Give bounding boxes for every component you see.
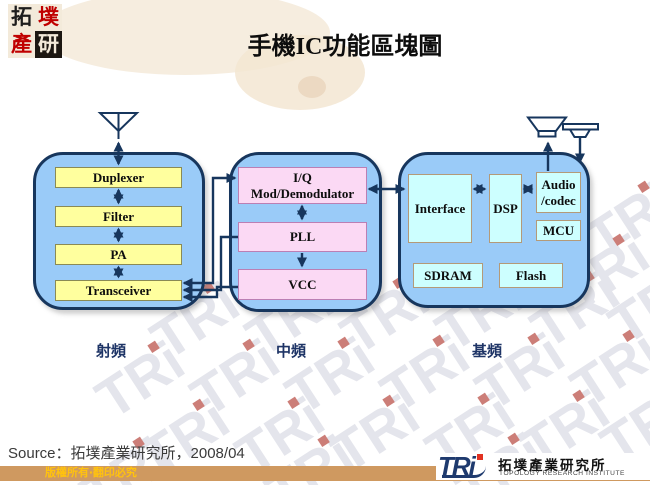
box-label: Audio xyxy=(541,176,576,192)
tri-logo-text: TRi xyxy=(438,451,476,481)
box-vcc: VCC xyxy=(238,269,367,300)
box-label: DSP xyxy=(493,200,518,216)
label-if: 中頻 xyxy=(276,343,307,360)
box-label: SDRAM xyxy=(424,267,472,283)
box-duplexer: Duplexer xyxy=(55,167,182,188)
box-sdram: SDRAM xyxy=(413,263,483,288)
tri-watermark-dot xyxy=(192,398,205,412)
map-watermark-blob xyxy=(298,76,326,98)
copyright-text: 版權所有‧翻印必究 xyxy=(45,467,137,479)
tri-logo-red-dot xyxy=(477,454,483,460)
tri-watermark-dot xyxy=(317,434,330,448)
brand-logo-char: 墣 xyxy=(38,5,59,29)
box-label: Flash xyxy=(515,267,547,283)
tri-watermark-dot xyxy=(622,329,635,343)
box-label: Mod/Demodulator xyxy=(250,185,355,201)
tri-watermark-dot xyxy=(287,396,300,410)
tri-logo-swoosh xyxy=(442,466,486,478)
tri-watermark-dot xyxy=(572,389,585,403)
tri-watermark-dot xyxy=(527,332,540,346)
box-label: Duplexer xyxy=(92,169,145,185)
tri-watermark-dot xyxy=(507,432,520,446)
box-audio-codec: Audio /codec xyxy=(536,172,581,213)
map-watermark-blob xyxy=(235,35,365,110)
copyright-bar: 版權所有‧翻印必究 xyxy=(0,466,437,481)
brand-logo-char: 拓 xyxy=(11,5,32,29)
brand-logo: 拓 墣 產 研 xyxy=(8,4,62,58)
tri-watermark-dot xyxy=(147,340,160,354)
box-label: PLL xyxy=(289,229,316,244)
label-baseband: 基頻 xyxy=(472,343,503,360)
tri-watermark-dot xyxy=(477,392,490,406)
box-interface: Interface xyxy=(408,174,472,243)
brand-logo-char: 產 xyxy=(11,32,32,56)
box-label: I/Q xyxy=(293,169,312,185)
box-label: /codec xyxy=(541,192,576,208)
box-label: Interface xyxy=(414,200,466,216)
tri-watermark-dot xyxy=(432,334,445,348)
tri-logo-name-cn: 拓墣產業研究所 xyxy=(498,458,607,473)
box-label: VCC xyxy=(288,276,317,292)
box-flash: Flash xyxy=(499,263,563,288)
tri-watermark-dot xyxy=(637,180,650,194)
tri-footer-logo: TRi 拓墣產業研究所 TOPOLOGY RESEARCH INSTITUTE xyxy=(436,451,650,481)
label-rf: 射頻 xyxy=(96,343,127,360)
box-label: Filter xyxy=(102,208,135,224)
tri-logo-name-en: TOPOLOGY RESEARCH INSTITUTE xyxy=(499,470,625,477)
box-label: PA xyxy=(110,246,127,262)
box-label: MCU xyxy=(542,222,575,238)
box-dsp: DSP xyxy=(489,174,522,243)
box-transceiver: Transceiver xyxy=(55,280,182,301)
box-pll: PLL xyxy=(238,222,367,252)
tri-watermark-dot xyxy=(612,233,625,247)
brand-logo-char: 研 xyxy=(35,31,62,58)
box-label: Transceiver xyxy=(85,282,152,298)
page-title: 手機IC功能區塊圖 xyxy=(247,34,443,60)
box-pa: PA xyxy=(55,244,182,265)
tri-watermark-dot xyxy=(242,338,255,352)
box-iq-mod-demodulator: I/Q Mod/Demodulator xyxy=(238,167,367,204)
source-text: Source：拓墣產業研究所，2008/04 xyxy=(8,445,245,462)
tri-watermark-dot xyxy=(337,336,350,350)
box-filter: Filter xyxy=(55,206,182,227)
box-mcu: MCU xyxy=(536,220,581,241)
tri-watermark-dot xyxy=(382,394,395,408)
